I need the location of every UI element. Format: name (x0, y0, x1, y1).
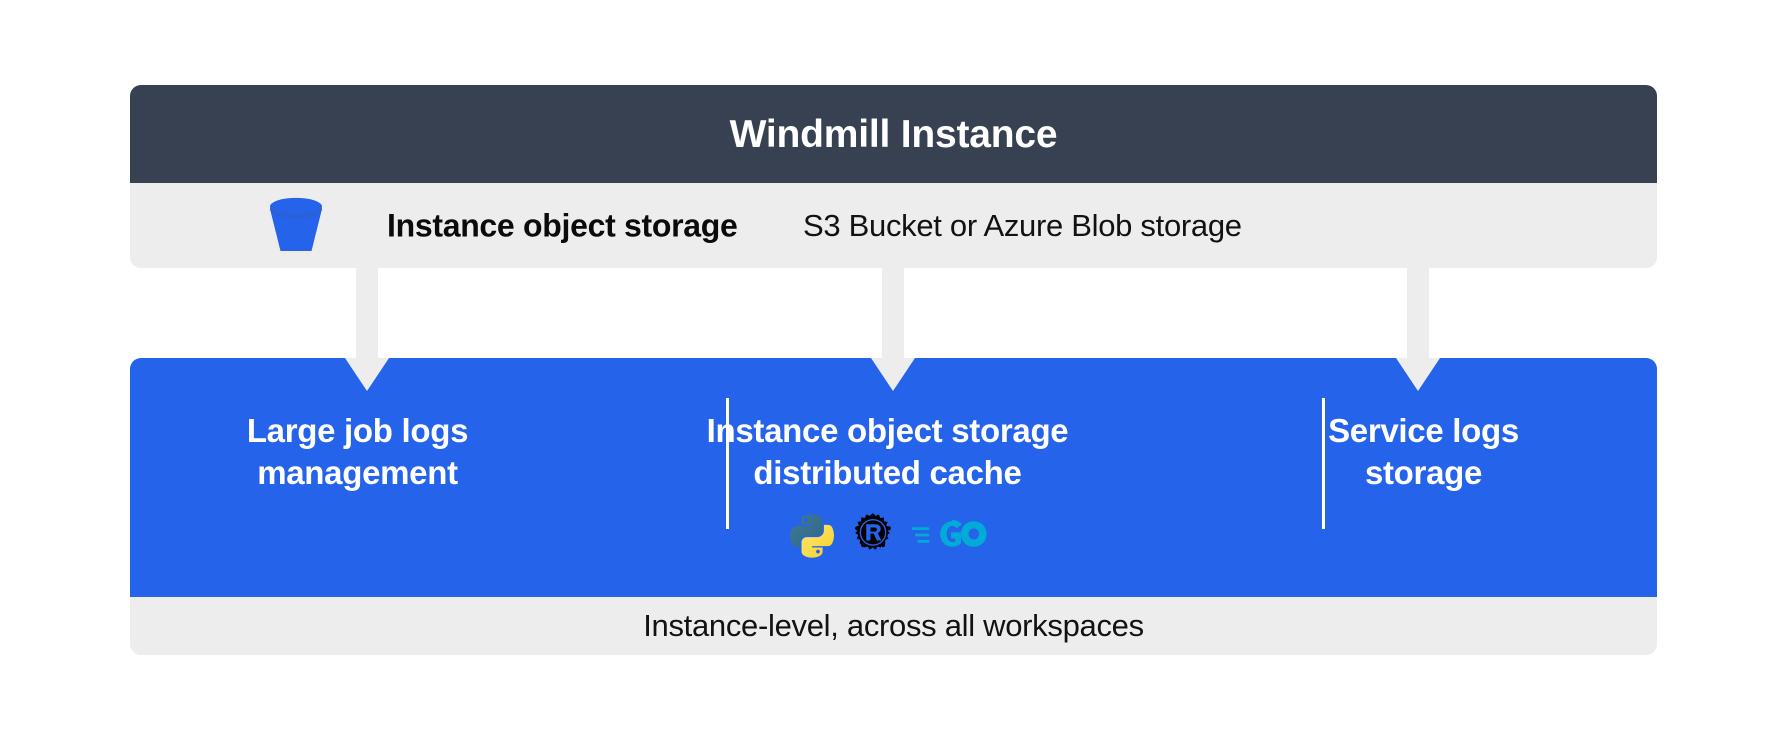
feature-title: Large job logs management (246, 412, 469, 492)
arrow-shaft (356, 268, 378, 358)
go-icon (911, 516, 987, 561)
bucket-icon (266, 197, 326, 255)
instance-object-storage-label: Instance object storage (387, 207, 738, 243)
instance-object-storage-sublabel: S3 Bucket or Azure Blob storage (803, 207, 1242, 243)
features-footer-label: Instance-level, across all workspaces (643, 608, 1144, 643)
column-divider (726, 398, 729, 529)
feature-title: Service logs storage (1328, 412, 1519, 492)
arrow-down-icon-service-logs (1396, 268, 1440, 391)
arrow-head (1396, 358, 1440, 391)
features-footer: Instance-level, across all workspaces (130, 597, 1657, 655)
feature-column-distributed-cache: Instance object storage distributed cach… (585, 358, 1190, 597)
page-title: Windmill Instance (729, 112, 1058, 156)
python-icon (789, 513, 835, 564)
feature-title: Instance object storage distributed cach… (706, 412, 1069, 492)
rust-icon (849, 512, 897, 565)
column-divider (1322, 398, 1325, 529)
features-panel (130, 358, 1657, 597)
arrow-down-icon-large-job-logs (345, 268, 389, 391)
features-columns: Large job logs management Instance objec… (130, 358, 1657, 597)
arrow-shaft (1407, 268, 1429, 358)
features-card: Large job logs management Instance objec… (130, 358, 1657, 655)
language-icons (789, 512, 987, 565)
feature-column-large-job-logs: Large job logs management (130, 358, 585, 597)
arrow-shaft (882, 268, 904, 358)
feature-column-service-logs: Service logs storage (1190, 358, 1657, 597)
instance-header: Windmill Instance (130, 85, 1657, 183)
instance-object-storage-row: Instance object storage S3 Bucket or Azu… (130, 183, 1657, 268)
instance-card: Windmill Instance Instance object storag… (130, 85, 1657, 268)
arrow-head (871, 358, 915, 391)
arrow-down-icon-distributed-cache (871, 268, 915, 391)
arrow-head (345, 358, 389, 391)
